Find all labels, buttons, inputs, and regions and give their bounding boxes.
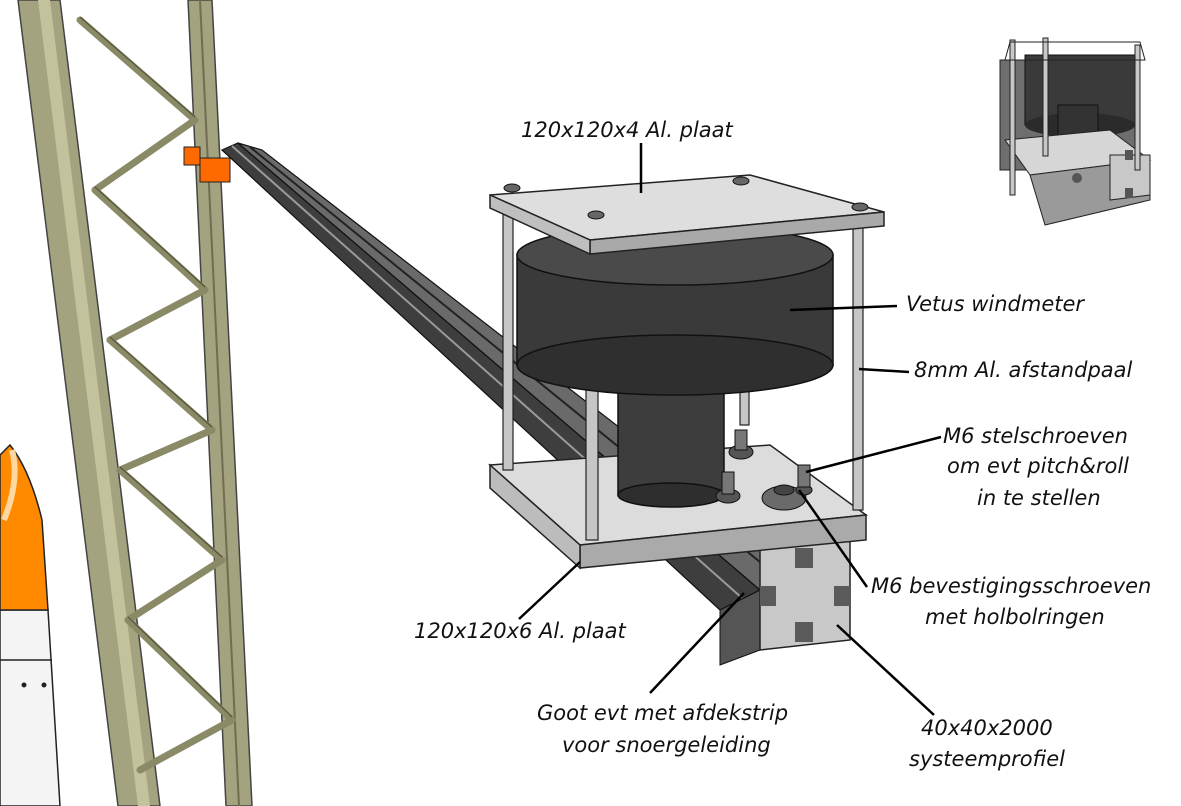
label-spacer: 8mm Al. afstandpaal <box>914 358 1133 382</box>
label-groove-1: Goot evt met afdekstrip <box>537 701 788 725</box>
system-profile-end <box>759 539 851 651</box>
top-plate <box>489 174 885 256</box>
leader-lines <box>518 143 942 716</box>
windmeter-body <box>516 224 834 396</box>
label-profile-2: systeemprofiel <box>909 747 1065 771</box>
label-top-plate: 120x120x4 Al. plaat <box>521 118 734 142</box>
label-m6-adjust-1: M6 stelschroeven <box>943 424 1128 448</box>
label-m6-fix-2: met holbolringen <box>925 605 1105 629</box>
label-groove-2: voor snoergeleiding <box>562 733 771 757</box>
label-profile-1: 40x40x2000 <box>921 716 1053 740</box>
mast-clamp <box>183 146 231 183</box>
rocket <box>0 443 61 806</box>
label-windmeter: Vetus windmeter <box>906 292 1085 316</box>
label-m6-fix-1: M6 bevestigingsschroeven <box>871 574 1151 598</box>
label-m6-adjust-3: in te stellen <box>977 486 1101 510</box>
labels: 120x120x4 Al. plaat Vetus windmeter 8mm … <box>414 118 1151 771</box>
inset-preview <box>999 37 1152 226</box>
label-bottom-plate: 120x120x6 Al. plaat <box>414 619 627 643</box>
lattice-mast <box>17 0 253 806</box>
label-m6-adjust-2: om evt pitch&roll <box>947 454 1129 478</box>
